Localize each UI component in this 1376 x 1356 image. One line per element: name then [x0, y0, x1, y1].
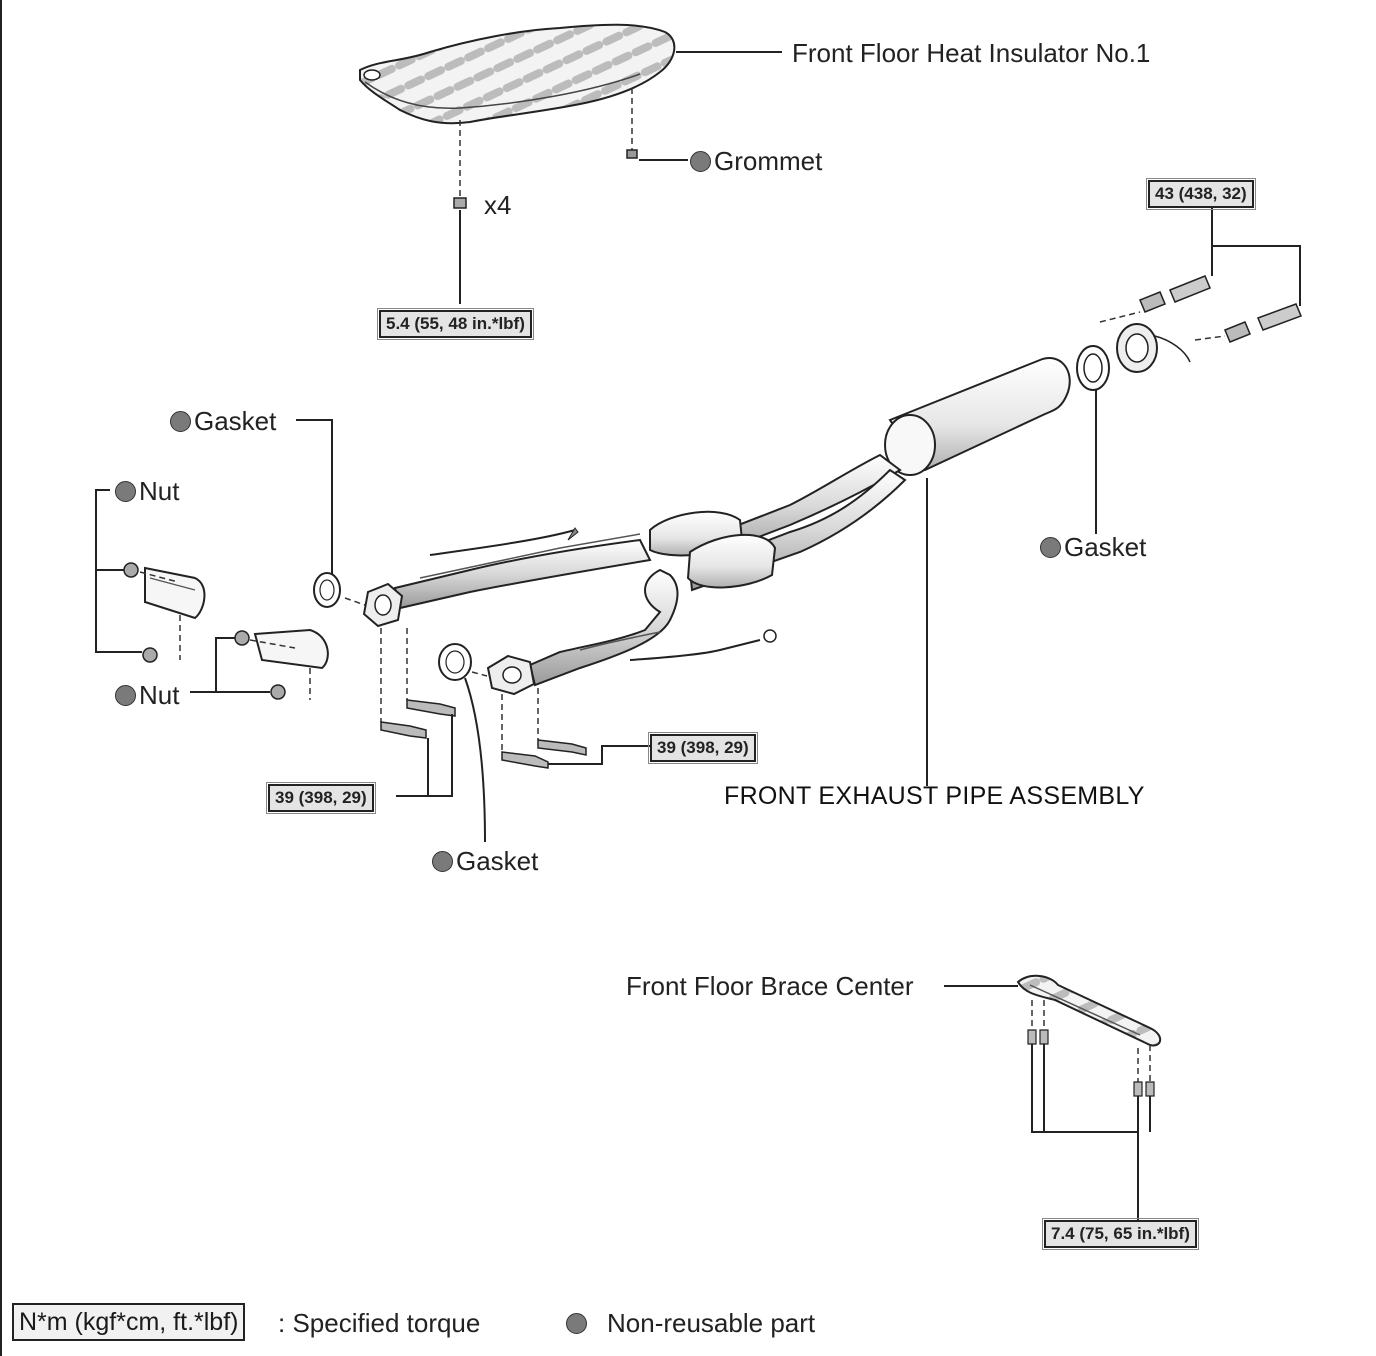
nonreusable-legend: Non-reusable part [566, 1308, 815, 1338]
gasket-bottom-text: Gasket [456, 846, 539, 876]
left-gasket-part [313, 572, 341, 608]
nonreusable-legend-text: Non-reusable part [607, 1308, 816, 1338]
nonreusable-icon [170, 411, 191, 432]
heat-insulator-part [359, 23, 676, 125]
nut-bottom-label: Nut [115, 680, 179, 710]
heat-insulator-label: Front Floor Heat Insulator No.1 [792, 38, 1151, 68]
brace-label: Front Floor Brace Center [626, 971, 914, 1001]
nonreusable-icon [566, 1313, 587, 1334]
left-flange-torque-badge: 39 (398, 29) [266, 782, 376, 814]
gasket-bottom-label: Gasket [432, 846, 538, 876]
upper-shield-part [123, 562, 206, 663]
torque-legend-text: : Specified torque [278, 1308, 481, 1338]
nonreusable-icon [432, 851, 453, 872]
right-flange-torque-badge: 39 (398, 29) [648, 732, 758, 764]
nut-top-text: Nut [139, 476, 180, 506]
nut-bottom-text: Nut [139, 680, 180, 710]
grommet-text: Grommet [714, 146, 823, 176]
bottom-gasket-part [438, 643, 472, 681]
gasket-left-text: Gasket [194, 406, 277, 436]
insulator-torque-badge: 5.4 (55, 48 in.*lbf) [377, 308, 534, 340]
exhaust-pipe-assembly-part [362, 357, 1071, 696]
rear-flange-part [1076, 275, 1302, 391]
nonreusable-icon [690, 151, 711, 172]
floor-brace-part [1016, 974, 1162, 1047]
gasket-right-text: Gasket [1064, 532, 1147, 562]
lower-shield-part [234, 628, 329, 700]
gasket-right-label: Gasket [1040, 532, 1146, 562]
nonreusable-icon [115, 481, 136, 502]
nut-top-label: Nut [115, 476, 179, 506]
grommet-label: Grommet [690, 146, 822, 176]
brace-torque-badge: 7.4 (75, 65 in.*lbf) [1042, 1218, 1199, 1250]
quantity-label: x4 [484, 190, 512, 220]
rear-flange-torque-badge: 43 (438, 32) [1146, 178, 1256, 210]
gasket-left-label: Gasket [170, 406, 276, 436]
torque-unit-legend: N*m (kgf*cm, ft.*lbf) [12, 1303, 246, 1341]
assembly-label: FRONT EXHAUST PIPE ASSEMBLY [724, 782, 1145, 810]
nonreusable-icon [115, 685, 136, 706]
nonreusable-icon [1040, 537, 1061, 558]
